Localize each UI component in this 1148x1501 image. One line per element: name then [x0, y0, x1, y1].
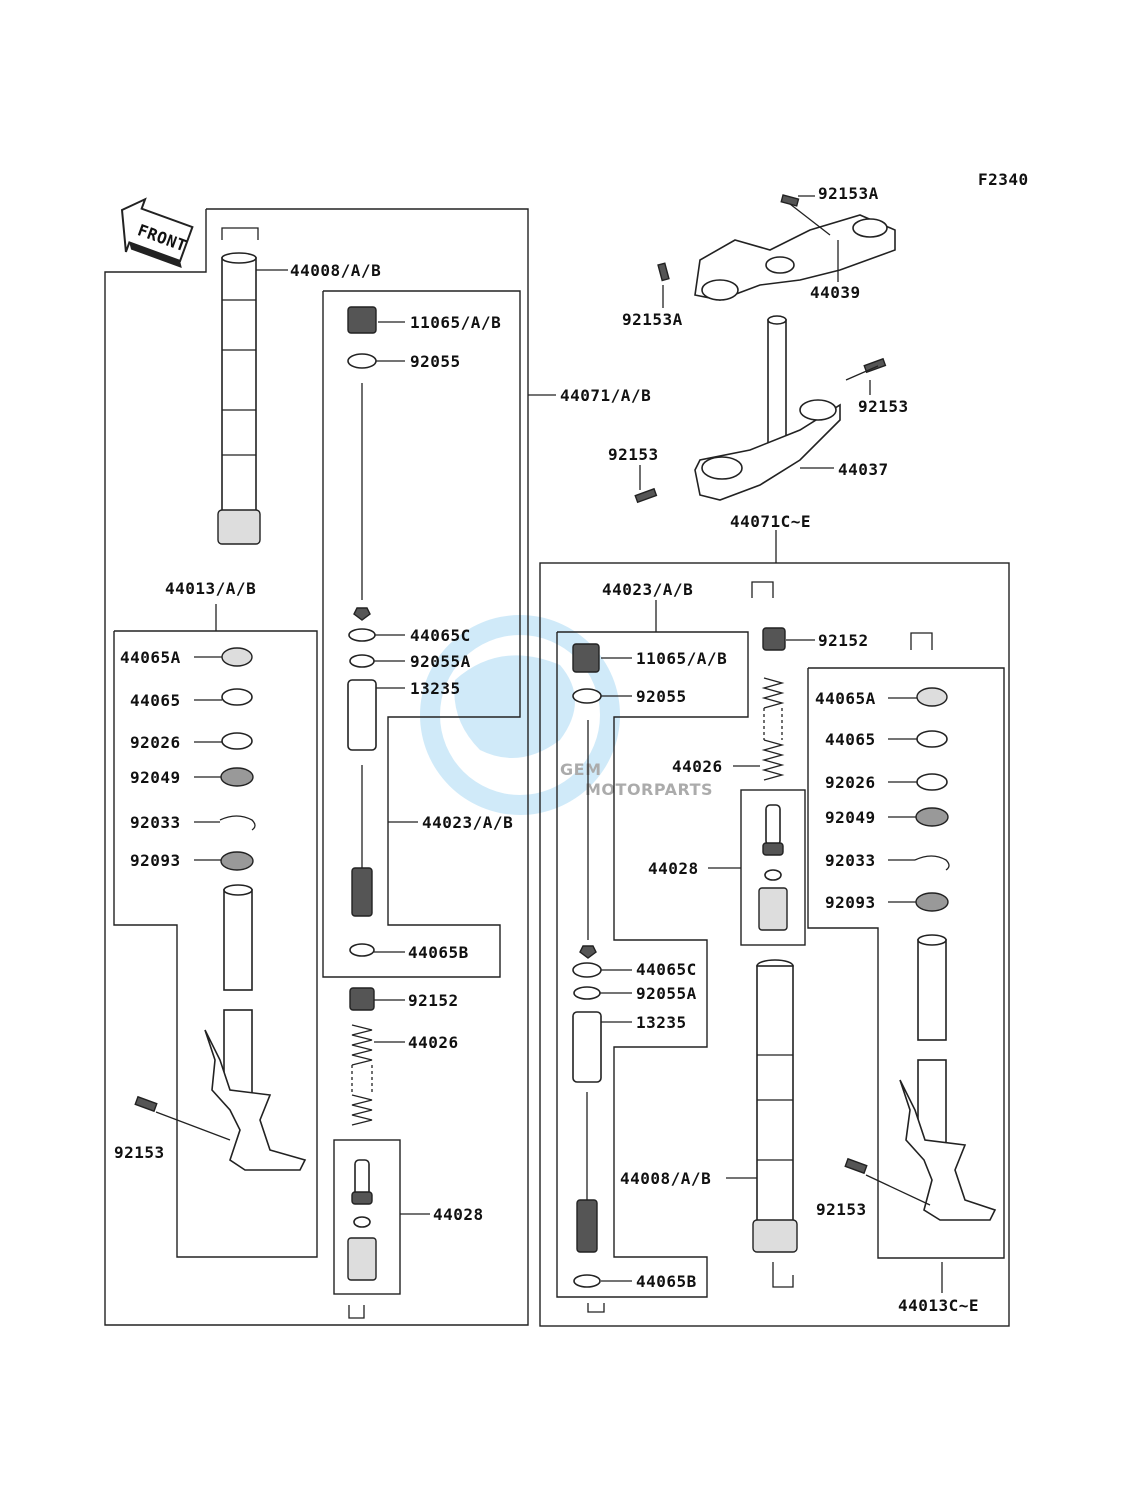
label-44071: 44071/A/B [560, 386, 651, 405]
labels-left: 44008/A/B 11065/A/B 92055 44071/A/B 4406… [114, 261, 651, 1224]
leader-lines-right [600, 600, 943, 1293]
label-11065-right: 11065/A/B [636, 649, 727, 668]
leader-lines-top [639, 195, 879, 563]
label-44023-right: 44023/A/B [602, 580, 693, 599]
label-44065C-right: 44065C [636, 960, 697, 979]
label-13235-right: 13235 [636, 1013, 687, 1032]
label-44065B-left: 44065B [408, 943, 469, 962]
label-44065A-left: 44065A [120, 648, 181, 667]
cartridge-left [347, 306, 377, 1281]
spring-right [758, 627, 788, 931]
label-92093-left: 92093 [130, 851, 181, 870]
front-arrow-icon: FRONT [120, 197, 194, 268]
lower-triple-clamp [634, 315, 887, 504]
label-92055A-left: 92055A [410, 652, 471, 671]
labels-right: 44023/A/B 92152 11065/A/B 92055 44026 44… [602, 580, 979, 1315]
label-44071CE: 44071C~E [730, 512, 811, 531]
label-44013: 44013/A/B [165, 579, 256, 598]
label-92049-left: 92049 [130, 768, 181, 787]
watermark-sub: MOTORPARTS [585, 780, 713, 799]
leader-lines-left [155, 269, 556, 1215]
label-44023-left: 44023/A/B [422, 813, 513, 832]
bolt-left [134, 1095, 158, 1113]
label-44065-right: 44065 [825, 730, 876, 749]
label-92153-left: 92153 [114, 1143, 165, 1162]
label-92153A-left: 92153A [622, 310, 683, 329]
watermark-brand: GEM [560, 760, 601, 779]
label-92055-right: 92055 [636, 687, 687, 706]
inner-tube-left [204, 647, 307, 1171]
spring-left [351, 1024, 373, 1126]
label-92055-left: 92055 [410, 352, 461, 371]
label-44065-left: 44065 [130, 691, 181, 710]
label-92153-right: 92153 [816, 1200, 867, 1219]
labels-top: 92153A 44039 92153A 92153 92153 44037 44… [608, 184, 909, 531]
label-44013CE: 44013C~E [898, 1296, 979, 1315]
left-fork-frame [104, 208, 529, 1326]
figure-code: F2340 [978, 170, 1029, 189]
inner-tube-right [844, 687, 997, 1221]
label-44008-left: 44008/A/B [290, 261, 381, 280]
label-92033-left: 92033 [130, 813, 181, 832]
label-44028-left: 44028 [433, 1205, 484, 1224]
label-92152-right: 92152 [818, 631, 869, 650]
label-44026-right: 44026 [672, 757, 723, 776]
label-44065A-right: 44065A [815, 689, 876, 708]
label-92153A-top: 92153A [818, 184, 879, 203]
upper-triple-clamp [657, 194, 896, 301]
label-11065-left: 11065/A/B [410, 313, 501, 332]
outer-tube-right [752, 959, 798, 1253]
watermark: GEM MOTORPARTS [420, 615, 713, 815]
label-92055A-right: 92055A [636, 984, 697, 1003]
label-92153-upper-right: 92153 [858, 397, 909, 416]
label-92026-right: 92026 [825, 773, 876, 792]
label-92093-right: 92093 [825, 893, 876, 912]
label-44026-left: 44026 [408, 1033, 459, 1052]
outer-tube-left [217, 252, 261, 545]
label-44028-right: 44028 [648, 859, 699, 878]
label-92152-left: 92152 [408, 991, 459, 1010]
label-13235-left: 13235 [410, 679, 461, 698]
label-44037: 44037 [838, 460, 889, 479]
label-44008-right: 44008/A/B [620, 1169, 711, 1188]
label-44065C-left: 44065C [410, 626, 471, 645]
label-92026-left: 92026 [130, 733, 181, 752]
cartridge-right [572, 643, 602, 1288]
label-92153-upper-left: 92153 [608, 445, 659, 464]
label-92033-right: 92033 [825, 851, 876, 870]
label-44065B-right: 44065B [636, 1272, 697, 1291]
right-fork-frame [539, 562, 1010, 1327]
label-44039: 44039 [810, 283, 861, 302]
label-92049-right: 92049 [825, 808, 876, 827]
